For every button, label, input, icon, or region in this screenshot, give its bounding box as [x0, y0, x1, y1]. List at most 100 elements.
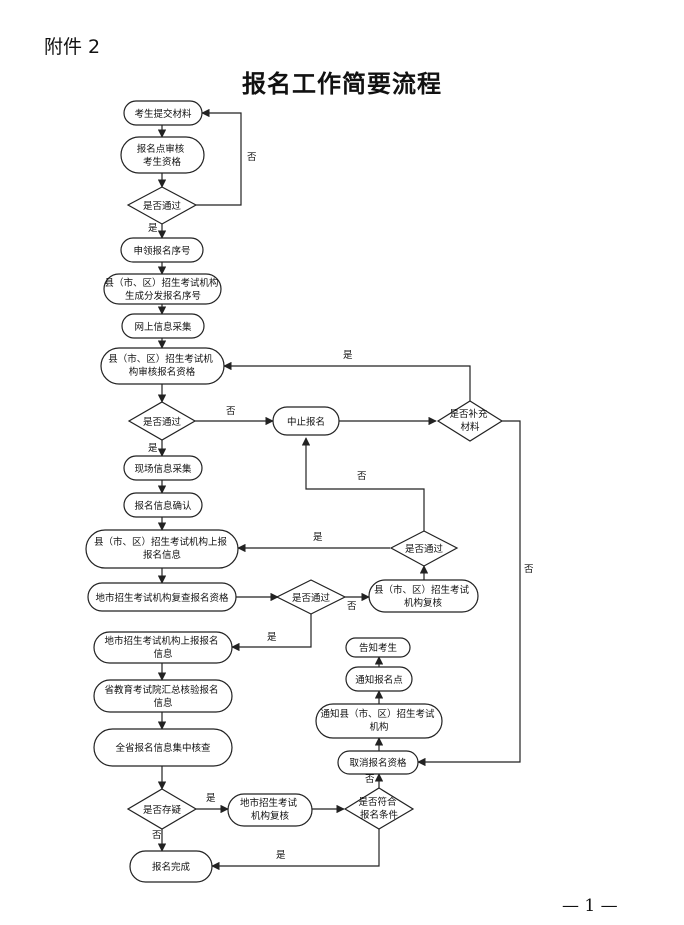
node-registration-complete-label: 报名完成	[152, 861, 191, 873]
edge-label-supp-no: 否	[524, 564, 534, 575]
node-point-review	[120, 136, 205, 174]
node-notify-county	[315, 703, 443, 739]
node-info-confirm-label: 报名信息确认	[134, 500, 192, 512]
node-county-reverify	[368, 579, 479, 613]
decision-eligible-line1: 是否符合	[358, 796, 397, 808]
decision-county-pass	[127, 401, 197, 441]
edge-label-d3-no: 否	[357, 471, 367, 482]
node-cancel-eligibility-label: 取消报名资格	[349, 757, 407, 769]
node-onsite-collect-label: 现场信息采集	[134, 463, 192, 475]
node-cancel-eligibility	[337, 750, 419, 775]
node-county-review	[100, 347, 225, 385]
svg-text:取消报名资格: 取消报名资格	[349, 757, 407, 769]
svg-text:是否通过: 是否通过	[292, 592, 331, 604]
node-notify-county-line2: 机构	[369, 721, 388, 733]
decision-reverify-pass	[389, 530, 459, 567]
node-city-reverify-line1: 地市招生考试	[240, 797, 298, 809]
edge-label-d1-no: 否	[247, 152, 257, 163]
decision-eligible	[343, 787, 415, 830]
node-suspend-label: 中止报名	[287, 416, 325, 428]
edge-d1-no-loop	[196, 108, 242, 206]
node-suspend	[272, 406, 340, 436]
edge-labels: 否 是 是 否 是 否 是 否 否 是 是 否 否 是	[148, 152, 534, 861]
node-submit-materials	[123, 100, 203, 126]
node-county-report-line1: 县（市、区）招生考试机构上报	[94, 536, 228, 548]
decision-reverify-pass-label: 是否通过	[405, 543, 444, 555]
node-county-reverify-line1: 县（市、区）招生考试	[374, 584, 470, 596]
decision-point-pass-label: 是否通过	[143, 200, 182, 212]
svg-text:省教育考试院汇总核验报名 信息: 省教育考试院汇总核验报名 信息	[104, 684, 221, 709]
node-online-collect	[121, 313, 205, 339]
page-title: 报名工作简要流程	[242, 69, 442, 98]
svg-text:地市招生考试机构复查报名资格: 地市招生考试机构复查报名资格	[95, 592, 229, 604]
node-city-recheck-label: 地市招生考试机构复查报名资格	[95, 592, 229, 604]
node-province-verify-line2: 信息	[153, 697, 172, 709]
node-point-review-line2: 考生资格	[143, 156, 182, 168]
edge-label-d2-no: 否	[226, 406, 236, 417]
decision-city-pass-label: 是否通过	[292, 592, 331, 604]
decision-supplement-line1: 是否补充	[449, 408, 488, 420]
edge-label-d4-yes: 是	[267, 632, 277, 643]
node-notify-point-label: 通知报名点	[355, 674, 403, 686]
svg-text:地市招生考试机构上报报名 信息: 地市招生考试机构上报报名 信息	[104, 635, 221, 660]
node-online-collect-label: 网上信息采集	[134, 321, 192, 333]
node-province-verify-line1: 省教育考试院汇总核验报名	[104, 684, 218, 696]
node-province-central-check	[93, 728, 233, 767]
node-registration-complete	[129, 850, 213, 883]
decision-eligible-line2: 报名条件	[360, 809, 399, 821]
edge-label-d5-yes: 是	[206, 793, 216, 804]
process-nodes: 考生提交材料 报名点审核 考生资格 申领报名序号 县（市、区）招生考试机构 生成…	[85, 100, 479, 883]
node-province-verify	[93, 679, 233, 713]
decision-doubt	[126, 788, 198, 830]
svg-text:是否通过: 是否通过	[405, 543, 444, 555]
svg-text:中止报名: 中止报名	[287, 416, 325, 428]
node-city-reverify	[227, 793, 313, 827]
svg-text:县（市、区）招生考试机 构审核报名资格: 县（市、区）招生考试机 构审核报名资格	[108, 353, 216, 378]
edge-label-supp-yes: 是	[343, 350, 353, 361]
svg-text:是否补充 材料: 是否补充 材料	[449, 408, 490, 433]
node-point-review-line1: 报名点审核	[137, 143, 185, 155]
edge-label-d6-yes: 是	[276, 850, 286, 861]
svg-text:是否符合 报名条件: 是否符合 报名条件	[358, 796, 399, 821]
node-county-distribute-line2: 生成分发报名序号	[125, 290, 201, 302]
svg-text:地市招生考试 机构复核: 地市招生考试 机构复核	[240, 797, 300, 822]
decision-county-pass-label: 是否通过	[143, 416, 182, 428]
decision-supplement	[436, 400, 504, 442]
svg-text:全省报名信息集中核查: 全省报名信息集中核查	[115, 742, 211, 754]
node-county-review-line2: 构审核报名资格	[129, 366, 196, 378]
node-city-recheck	[87, 582, 237, 612]
attachment-label: 附件 2	[44, 36, 101, 58]
node-county-distribute-line1: 县（市、区）招生考试机构	[104, 277, 218, 289]
svg-text:现场信息采集: 现场信息采集	[134, 463, 192, 475]
edge-label-d4-no: 否	[347, 601, 357, 612]
decision-point-pass	[126, 186, 198, 225]
svg-text:告知考生: 告知考生	[359, 642, 398, 654]
svg-text:报名信息确认: 报名信息确认	[134, 500, 192, 512]
edge-d3-no	[301, 437, 425, 531]
edge-d4-yes	[231, 614, 312, 652]
node-city-report-line1: 地市招生考试机构上报报名	[104, 635, 218, 647]
svg-text:县（市、区）招生考试 机构复核: 县（市、区）招生考试 机构复核	[374, 584, 472, 609]
node-city-report	[93, 631, 233, 664]
node-notify-county-line1: 通知县（市、区）招生考试	[320, 708, 435, 720]
node-county-report	[85, 529, 239, 569]
node-inform-candidate-label: 告知考生	[359, 642, 398, 654]
edge-label-d3-yes: 是	[313, 532, 323, 543]
svg-text:是否存疑: 是否存疑	[143, 804, 182, 816]
edge-supp-no	[417, 420, 521, 767]
svg-text:网上信息采集: 网上信息采集	[134, 321, 192, 333]
svg-text:县（市、区）招生考试机构上报 报名信息: 县（市、区）招生考试机构上报 报名信息	[94, 536, 230, 561]
svg-text:报名完成: 报名完成	[152, 861, 191, 873]
node-apply-serial	[120, 237, 204, 263]
svg-text:报名点审核 考生资格: 报名点审核 考生资格	[137, 143, 188, 168]
node-city-report-line2: 信息	[153, 648, 172, 660]
node-county-distribute	[103, 273, 222, 305]
svg-text:通知县（市、区）招生考试 机构: 通知县（市、区）招生考试 机构	[320, 708, 437, 733]
decision-nodes: 是否通过 是否通过 是否补充 材料 是否通过 是否通过 是否存疑 是否符合 报名…	[126, 186, 504, 830]
edge-label-d6-no: 否	[365, 774, 375, 785]
node-onsite-collect	[123, 455, 203, 481]
node-inform-candidate	[345, 637, 411, 658]
node-province-central-check-label: 全省报名信息集中核查	[115, 742, 211, 754]
node-city-reverify-line2: 机构复核	[251, 810, 290, 822]
